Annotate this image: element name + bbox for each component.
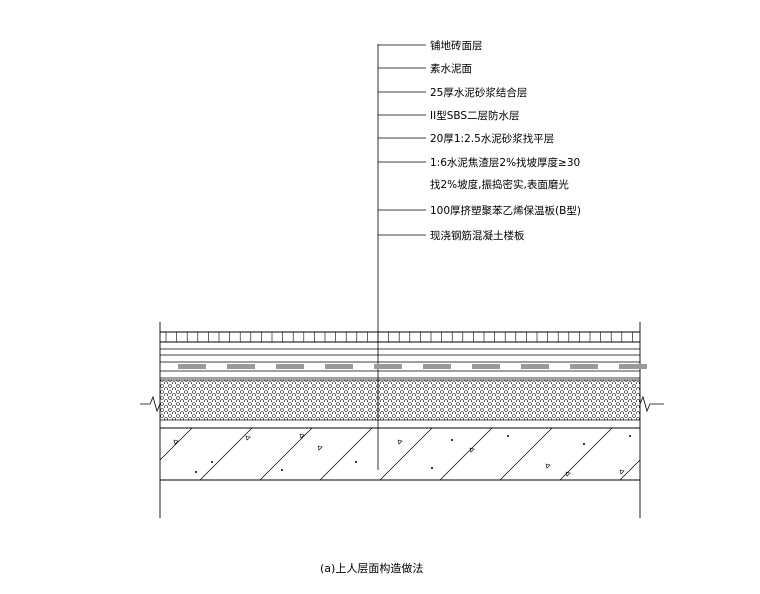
aggregate-mark <box>469 447 475 453</box>
membrane-dash <box>472 364 500 369</box>
tile-layer <box>160 331 640 343</box>
label-mortar-bond: 25厚水泥砂浆结合层 <box>430 86 527 99</box>
aggregate-mark <box>299 433 305 439</box>
callout-8: 现浇钢筋混凝土楼板 <box>378 229 525 242</box>
figure-caption: (a)上人层面构造做法 <box>320 561 423 575</box>
hatch-line <box>559 428 613 480</box>
aggregate-dot <box>507 435 509 437</box>
label-insulation-board: 100厚挤塑聚苯乙烯保温板(B型) <box>430 204 581 217</box>
hatch-line <box>160 428 193 461</box>
aggregate-mark <box>245 435 251 441</box>
hatch-line <box>379 428 433 480</box>
aggregate-mark <box>173 439 179 445</box>
aggregate-dot <box>431 467 433 469</box>
aggregate-mark <box>545 463 551 469</box>
callout-7: 100厚挤塑聚苯乙烯保温板(B型) <box>378 204 581 217</box>
callout-4: II型SBS二层防水层 <box>378 109 520 122</box>
aggregate-dot <box>355 461 357 463</box>
aggregate-mark <box>565 471 571 477</box>
membrane-dash <box>619 364 647 369</box>
slab-aggregate <box>173 433 631 477</box>
membrane-dash <box>521 364 549 369</box>
aggregate-dot <box>281 469 283 471</box>
label-leveling-layer: 20厚1:2.5水泥砂浆找平层 <box>430 132 554 145</box>
membrane-dash <box>570 364 598 369</box>
callout-2: 素水泥面 <box>378 62 472 75</box>
label-slope-note: 找2%坡度,振捣密实,表面磨光 <box>430 178 569 191</box>
label-cement-surface: 素水泥面 <box>430 62 472 75</box>
callout-5: 20厚1:2.5水泥砂浆找平层 <box>378 132 554 145</box>
aggregate-mark <box>397 439 403 445</box>
membrane-dash <box>325 364 353 369</box>
label-floor-tile: 铺地砖面层 <box>430 39 483 52</box>
hatch-line <box>439 428 493 480</box>
callout-1: 铺地砖面层 <box>378 39 483 52</box>
membrane-dash <box>227 364 255 369</box>
section-layers <box>140 322 732 518</box>
break-symbol-right <box>639 395 664 413</box>
aggregate-dot <box>451 439 453 441</box>
membrane-dash <box>276 364 304 369</box>
aggregate-mark <box>619 469 625 475</box>
hatch-line <box>619 459 640 480</box>
aggregate-mark <box>317 445 323 451</box>
concrete-slab <box>160 427 732 481</box>
slag-layer <box>160 379 640 421</box>
tile-joints <box>165 332 633 342</box>
label-concrete-slab: 现浇钢筋混凝土楼板 <box>430 229 525 242</box>
membrane-dash <box>423 364 451 369</box>
callout-3: 25厚水泥砂浆结合层 <box>378 86 527 99</box>
callout-6: 1:6水泥焦渣层2%找坡厚度≥30 找2%坡度,振捣密实,表面磨光 <box>378 156 580 191</box>
membrane-dash <box>374 364 402 369</box>
hatch-line <box>499 428 553 480</box>
membrane-dashes <box>178 364 647 369</box>
slab-hatch <box>160 428 732 480</box>
hatch-line <box>680 428 732 480</box>
waterproof-layer <box>160 361 647 372</box>
aggregate-dot <box>195 471 197 473</box>
membrane-dash <box>178 364 206 369</box>
label-sbs-waterproof: II型SBS二层防水层 <box>430 109 520 122</box>
hatch-line <box>319 428 373 480</box>
aggregate-dot <box>583 443 585 445</box>
hatch-line <box>199 428 253 480</box>
break-symbol-left <box>140 395 161 413</box>
layer-callouts: 铺地砖面层 素水泥面 25厚水泥砂浆结合层 II型SBS二层防水层 20厚1:2… <box>377 39 581 470</box>
hatch-line <box>259 428 313 480</box>
label-slag-slope: 1:6水泥焦渣层2%找坡厚度≥30 <box>430 156 580 169</box>
aggregate-dot <box>629 435 631 437</box>
aggregate-dot <box>211 461 213 463</box>
